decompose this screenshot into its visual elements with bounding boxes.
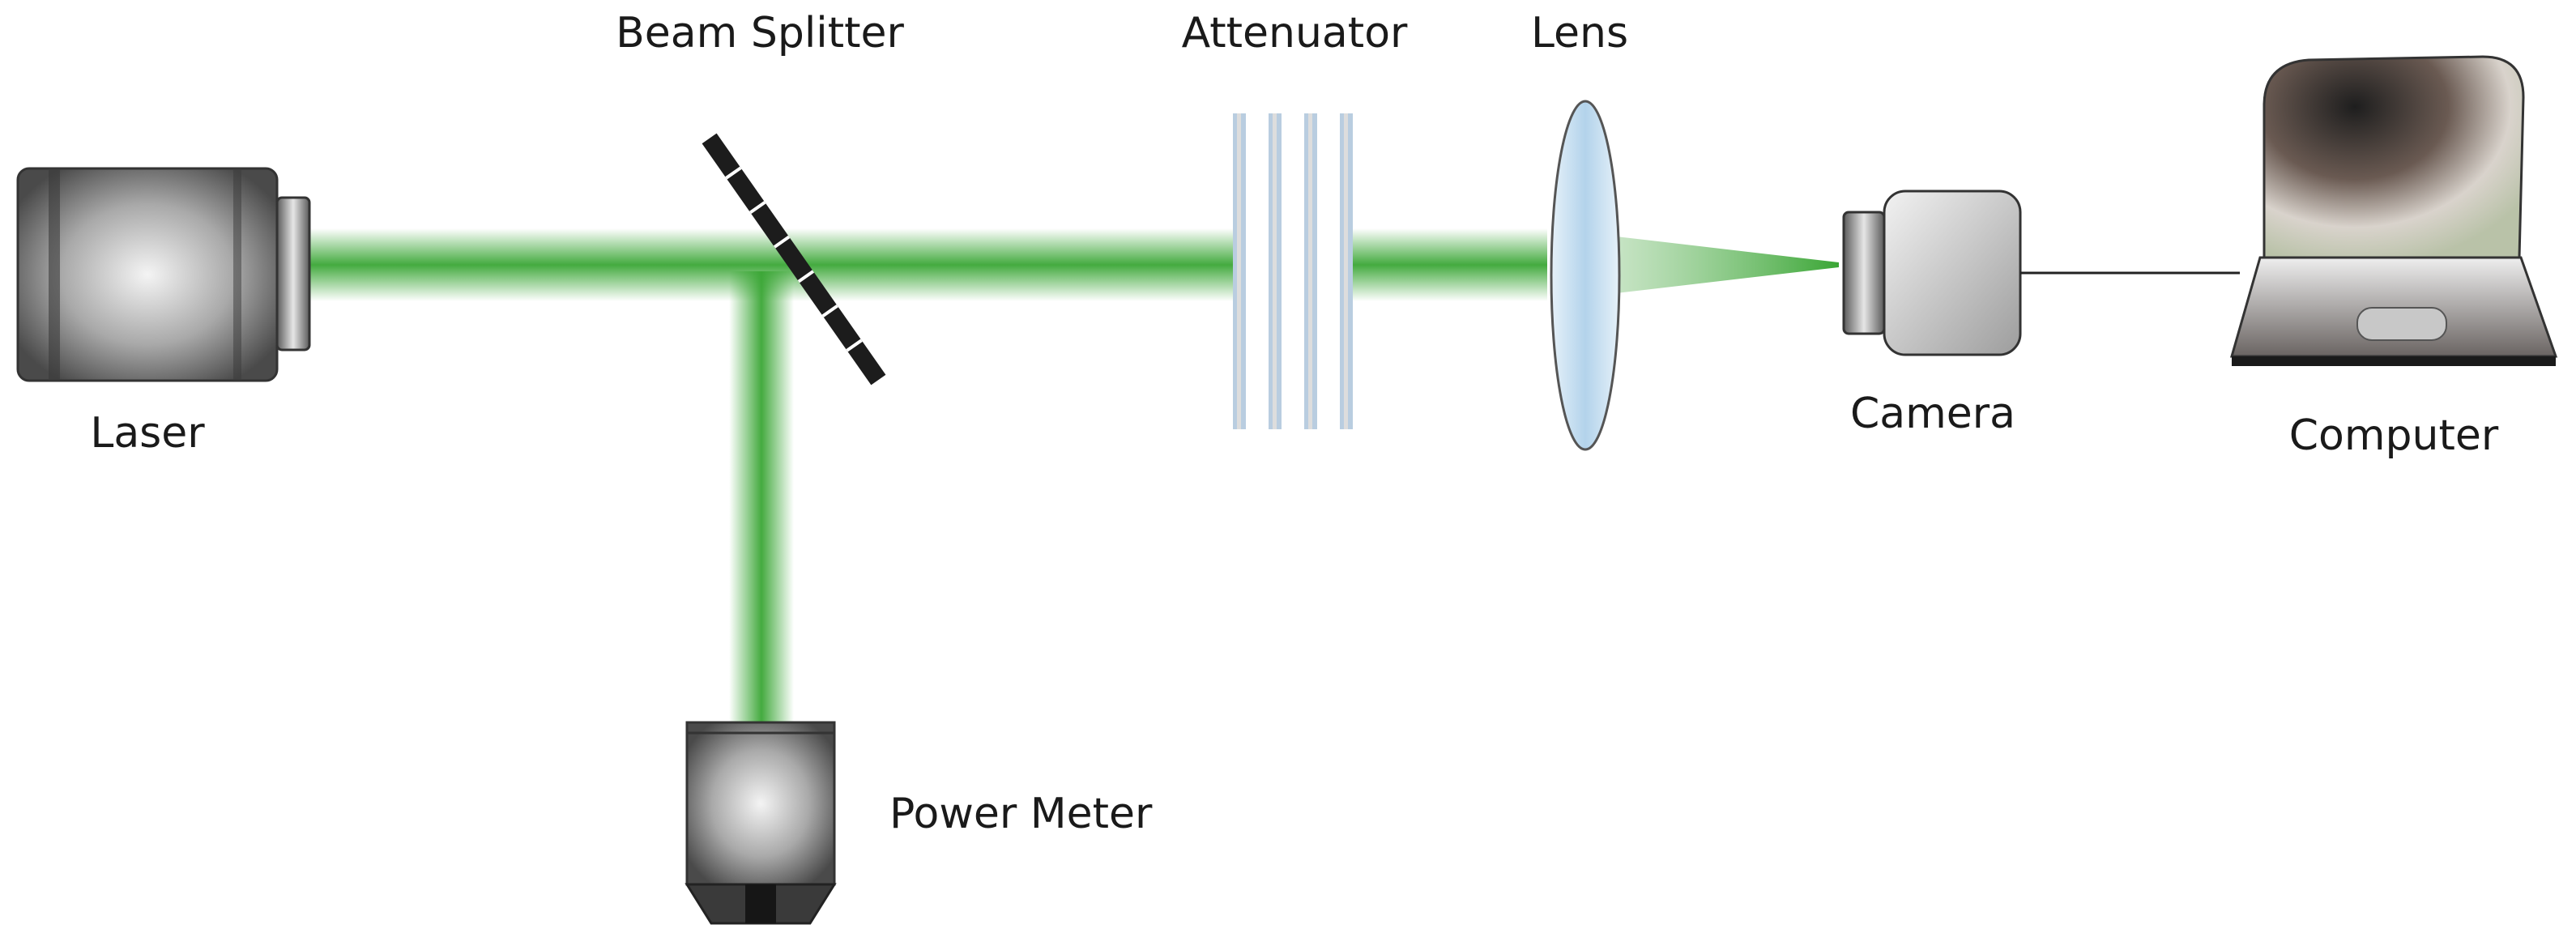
camera-label: Camera [1850, 390, 2015, 438]
camera [1842, 190, 2022, 356]
laser-label: Laser [90, 409, 205, 458]
computer [2230, 55, 2558, 366]
beam-splitter-label: Beam Splitter [616, 9, 904, 58]
focused-beam-cone [1616, 236, 1839, 293]
laser [16, 167, 311, 382]
power-meter-label: Power Meter [889, 790, 1153, 838]
beam-to-power-meter [729, 271, 794, 725]
computer-label: Computer [2289, 411, 2499, 460]
attenuator [1233, 113, 1353, 429]
attenuator-label: Attenuator [1182, 9, 1408, 58]
lens [1550, 100, 1621, 451]
beam-attenuator-to-lens [1345, 228, 1547, 301]
beam-splitter [702, 133, 886, 386]
power-meter [685, 721, 837, 925]
lens-label: Lens [1531, 9, 1628, 58]
